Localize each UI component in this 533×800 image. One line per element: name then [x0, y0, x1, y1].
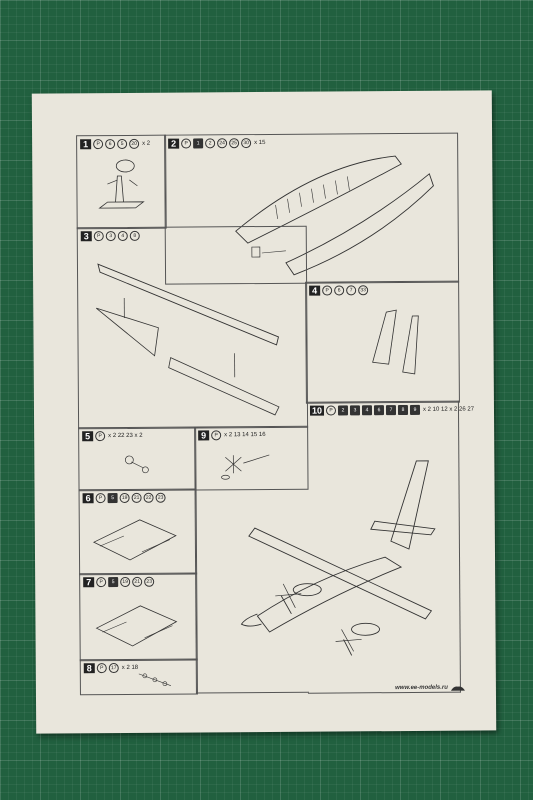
part-chip: 7	[385, 405, 397, 416]
step-4-drawing	[372, 309, 419, 375]
step-7-panel: 7 P 5 19 21 23	[79, 572, 198, 662]
part-chip: 8	[397, 404, 409, 416]
part-chip: 2	[337, 405, 349, 416]
part-chip: 4	[361, 405, 373, 416]
step-7-drawing	[95, 605, 178, 647]
step-8-panel: 8 P 17 x 2 18	[79, 658, 198, 696]
step-1-panel: 1 P 6 5 20 x 2	[76, 134, 167, 230]
part-chip: 9	[409, 404, 421, 415]
step-5-drawing	[124, 455, 149, 474]
step-number: 10	[309, 405, 325, 416]
step-2-drawing	[235, 155, 434, 276]
step-8-drawing	[138, 673, 172, 686]
step-5-panel: 5 P x 2 22 23 x 2	[78, 426, 197, 492]
instruction-sheet: 1 P 6 5 20 x 2 2 P 1 2 24 25 30 x 15	[31, 90, 497, 734]
step-6-panel: 6 P 5 19 21 22 23	[78, 488, 198, 576]
step-10-aircraft-drawing	[240, 460, 436, 656]
quantity-label: x 2 10 12 x 2 26 27	[422, 406, 475, 413]
step-3-panel: 3 P 3 4 8	[76, 225, 309, 430]
step-4-panel: 4 P 6 7 33	[305, 280, 460, 404]
step-9-drawing	[221, 454, 270, 480]
step-6-drawing	[92, 519, 177, 561]
step-9-panel: 9 P x 2 13 14 15 16	[194, 425, 309, 491]
step-1-drawing	[98, 159, 145, 209]
step-10-header: 10 P 2 3 4 6 7 8 9 x 2 10 12 x 2 26 27	[309, 404, 475, 416]
website-label: www.ee-models.ru	[395, 684, 448, 692]
part-chip: 6	[373, 405, 385, 416]
step-3-drawing	[96, 263, 280, 416]
step-2-panel: 2 P 1 2 24 25 30 x 15	[164, 132, 460, 285]
part-chip: 3	[349, 405, 361, 416]
part-chip: P	[325, 405, 337, 416]
brand-logo-icon	[450, 686, 465, 691]
